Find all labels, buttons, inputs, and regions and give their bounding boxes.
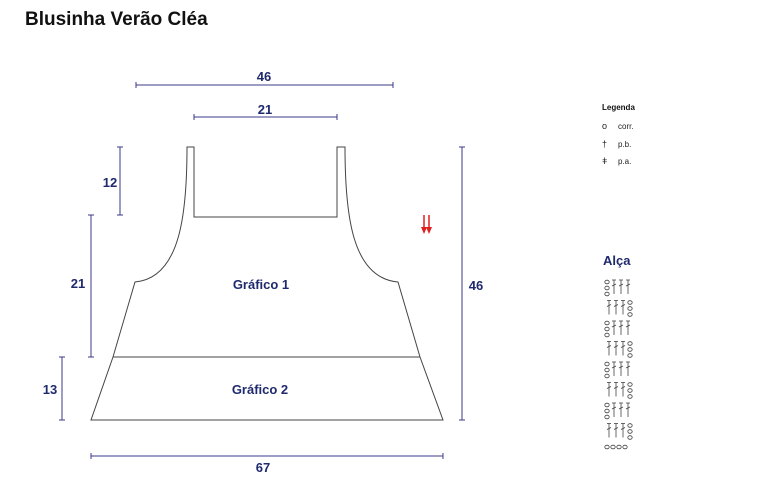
chain-stitch-mark — [627, 394, 633, 399]
chain-stitch-mark — [604, 285, 610, 291]
dim-band-height: 13 — [43, 356, 65, 421]
chain-stitch-mark — [610, 444, 616, 450]
dim-yoke-height: 21 — [71, 214, 94, 358]
page-title: Blusinha Verão Cléa — [25, 9, 208, 30]
chain-stitch-mark — [627, 423, 633, 428]
legend-title: Legenda — [602, 103, 635, 112]
dim-top-width-label: 46 — [257, 69, 271, 84]
chain-stitch-mark — [627, 306, 633, 311]
double-crochet-icon: ǂ — [602, 156, 608, 166]
dim-bottom-width: 67 — [90, 453, 444, 475]
alca-crochet-chart — [604, 279, 633, 450]
chain-stitch-mark — [627, 382, 633, 387]
dim-total-height: 46 — [459, 146, 483, 421]
chain-stitch-mark — [627, 429, 633, 434]
chain-stitch-mark — [604, 408, 610, 414]
chain-stitch-mark — [627, 435, 633, 440]
chain-stitch-icon: o — [602, 121, 608, 131]
chain-stitch-mark — [627, 347, 633, 352]
single-crochet-icon: † — [602, 139, 608, 149]
panel-label-grafico-1: Gráfico 1 — [233, 277, 289, 292]
chain-stitch-mark — [604, 291, 610, 297]
garment-outline — [90, 146, 444, 421]
alca-title: Alça — [603, 253, 631, 268]
dim-total-height-label: 46 — [469, 278, 483, 293]
chain-stitch-mark — [604, 326, 610, 332]
legend-item-pa: ǂ p.a. — [602, 156, 632, 166]
chain-stitch-mark — [604, 361, 610, 367]
direction-arrows-icon — [421, 215, 432, 234]
chain-stitch-mark — [604, 444, 610, 450]
chain-stitch-mark — [604, 320, 610, 326]
dim-yoke-height-label: 21 — [71, 276, 85, 291]
dim-strap-height-label: 12 — [103, 175, 117, 190]
chain-stitch-mark — [622, 444, 628, 450]
dim-top-width: 46 — [135, 69, 394, 88]
chain-stitch-mark — [627, 353, 633, 358]
dim-neck-width: 21 — [193, 102, 338, 120]
dim-neck-width-label: 21 — [258, 102, 272, 117]
chain-stitch-mark — [627, 341, 633, 346]
dim-band-height-label: 13 — [43, 382, 57, 397]
legend-item-corr: o corr. — [602, 121, 634, 131]
dim-bottom-width-label: 67 — [256, 460, 270, 475]
chain-stitch-mark — [616, 444, 622, 450]
chain-stitch-mark — [604, 332, 610, 338]
legend-item-pb: † p.b. — [602, 139, 632, 149]
chain-stitch-mark — [604, 402, 610, 408]
chain-stitch-mark — [627, 388, 633, 393]
chain-stitch-mark — [627, 312, 633, 317]
panel-label-grafico-2: Gráfico 2 — [232, 382, 288, 397]
chain-stitch-mark — [627, 300, 633, 305]
chain-stitch-mark — [604, 373, 610, 379]
chain-stitch-mark — [604, 367, 610, 373]
chain-stitch-mark — [604, 279, 610, 285]
dim-strap-height: 12 — [103, 146, 123, 216]
chain-stitch-mark — [604, 414, 610, 420]
